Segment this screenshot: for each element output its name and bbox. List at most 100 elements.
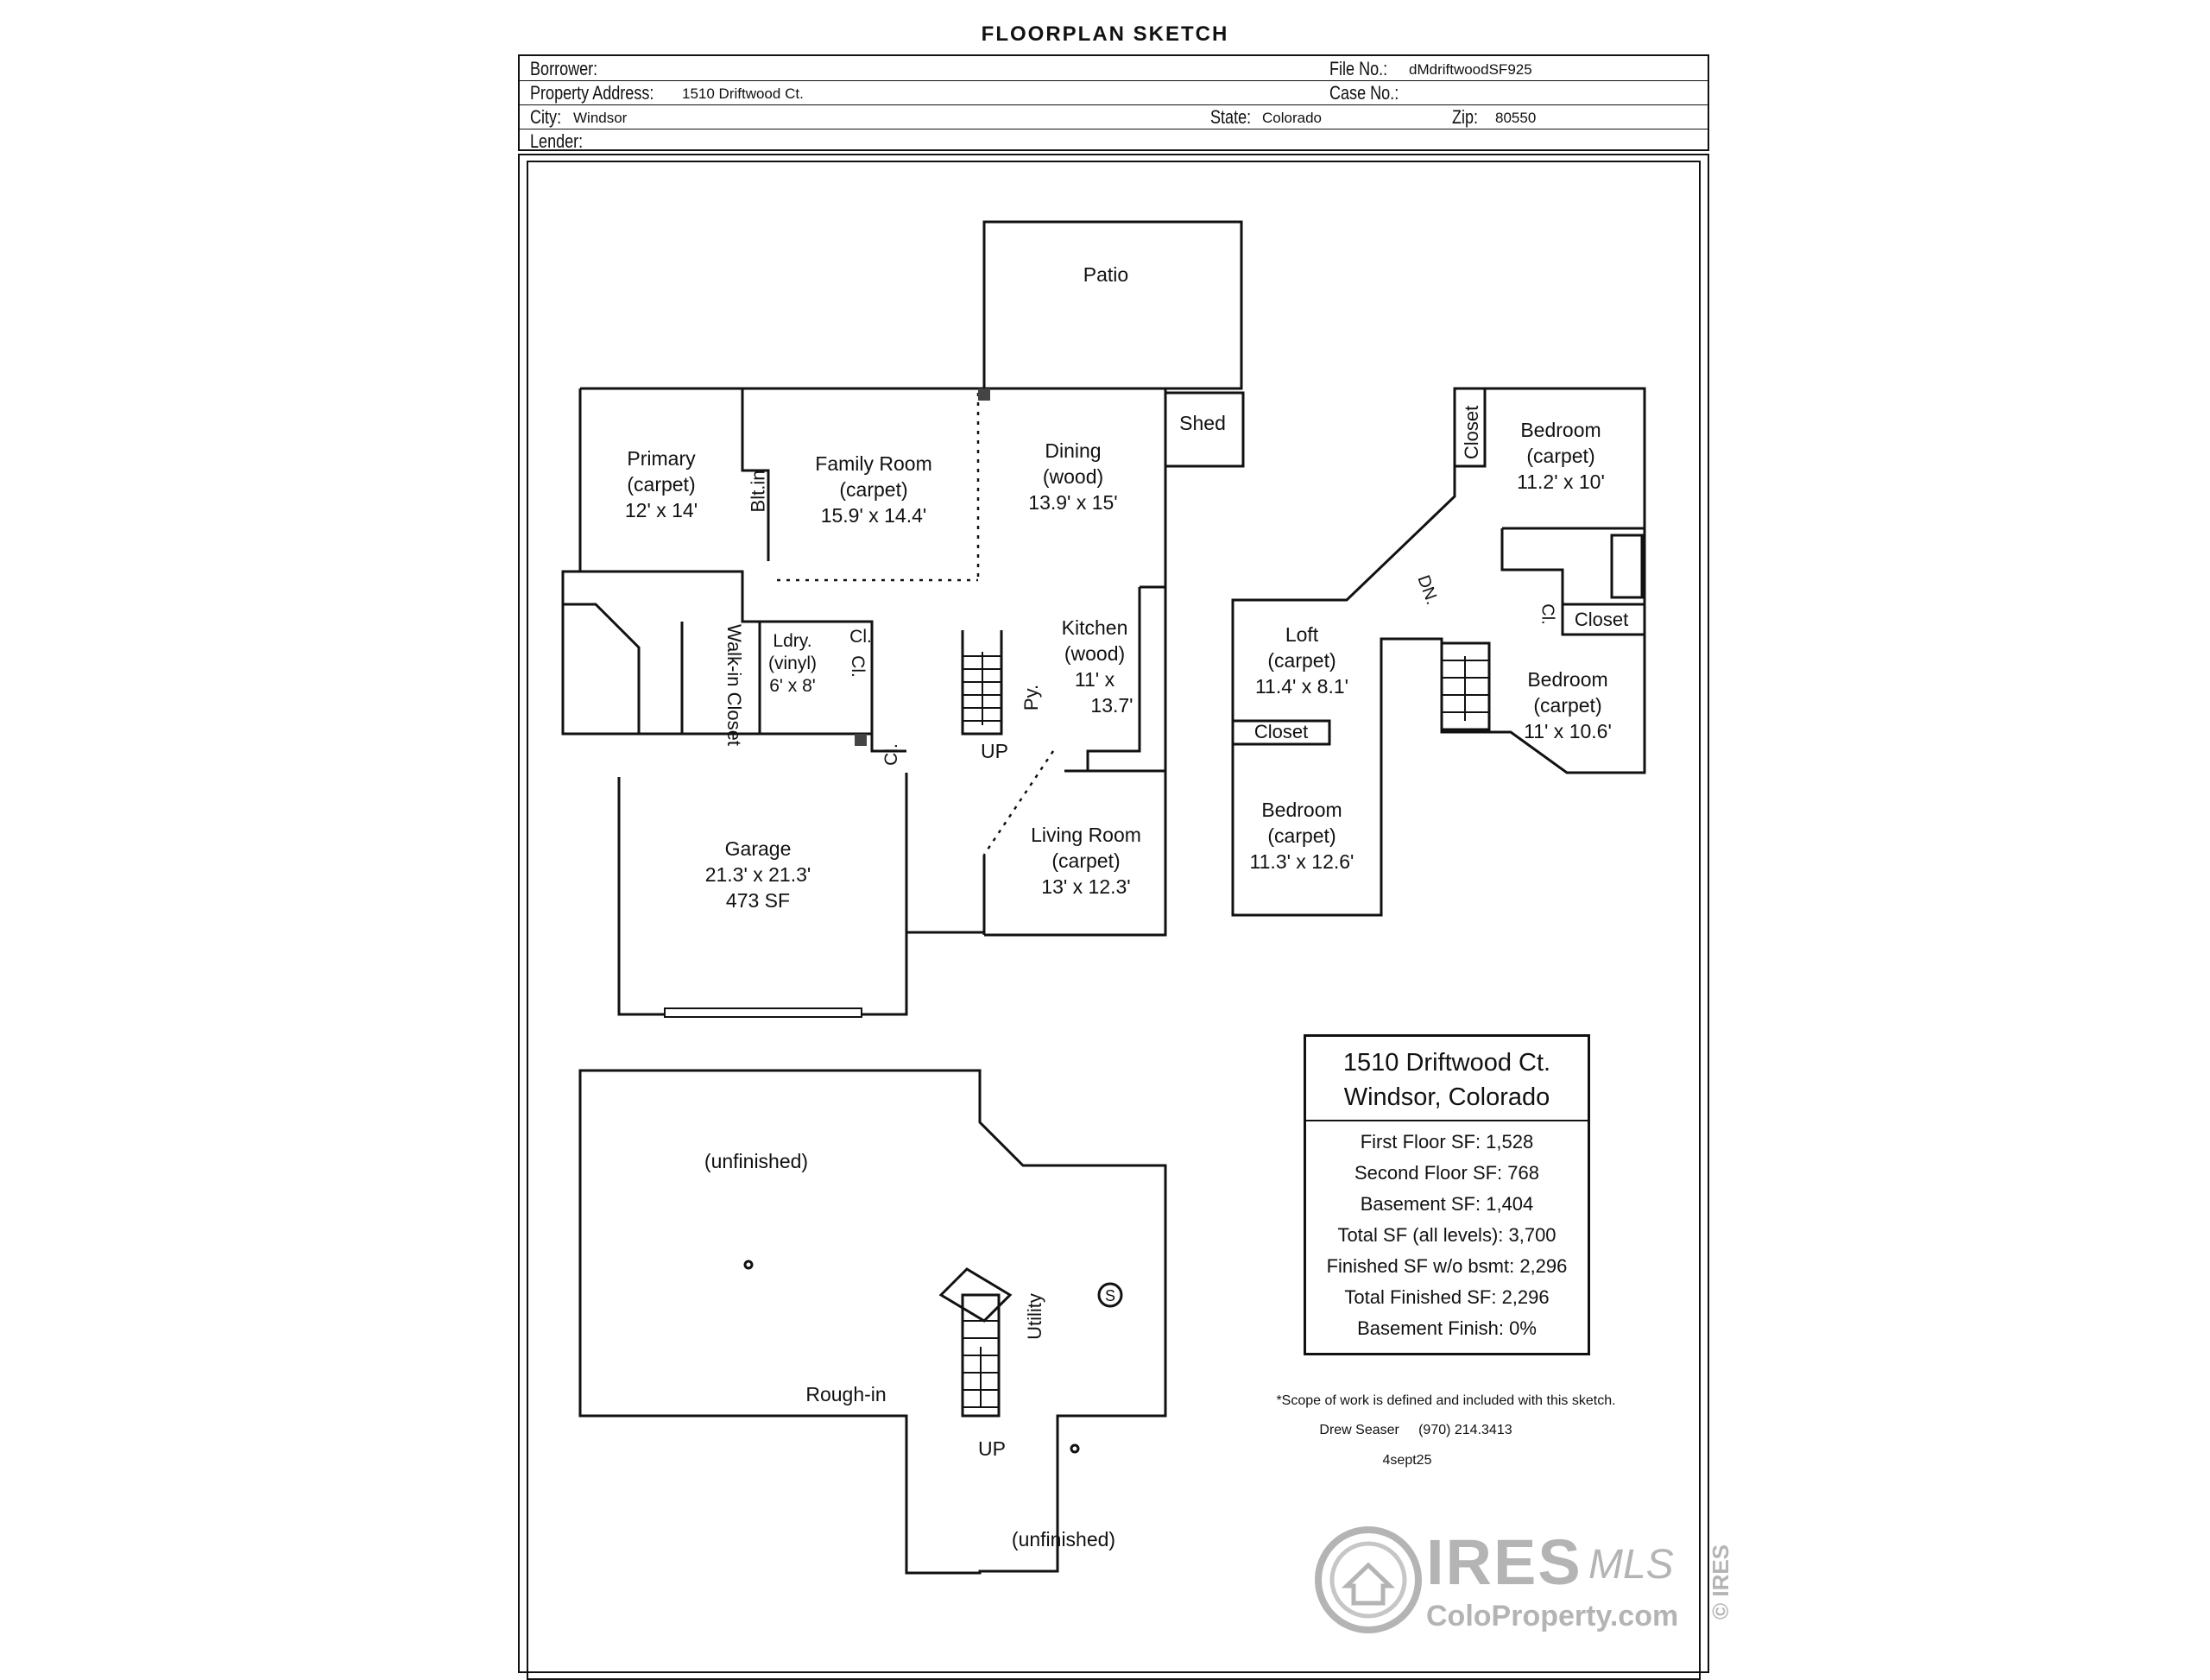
summary-basement: Basement SF: 1,404 (1360, 1193, 1534, 1215)
primary-size: 12' x 14' (624, 499, 698, 521)
family-name: Family Room (815, 452, 932, 475)
patio-outline (982, 220, 1243, 390)
state-value: Colorado (1262, 110, 1322, 126)
bed1-closet-label: Closet (1461, 405, 1483, 460)
laundry-size: 6' x 8' (769, 676, 816, 696)
watermark-mls: MLS (1588, 1542, 1674, 1588)
summary-total-finished: Total Finished SF: 2,296 (1344, 1286, 1550, 1308)
kitchen-size-1: 11' x (1074, 668, 1115, 691)
garage-sf: 473 SF (725, 889, 791, 912)
file-no-label: File No.: (1329, 58, 1388, 79)
room-primary: Primary (carpet) 12' x 14' (625, 445, 698, 523)
primary-east-wall (741, 388, 770, 561)
bed2-closet-label: Closet (1574, 609, 1629, 630)
basement-unfinished-top: (unfinished) (704, 1150, 809, 1172)
closet-cl-3: Cl. (881, 743, 901, 766)
bed1-floor: (carpet) (1526, 445, 1595, 467)
dining-floor: (wood) (1042, 465, 1104, 488)
date-note: 4sept25 (1382, 1453, 1432, 1468)
header-row-city: City: Windsor State: Colorado Zip: 80550 (520, 104, 1708, 129)
zip-value: 80550 (1495, 110, 1537, 126)
kitchen-living-divider (982, 750, 1055, 856)
room-bedroom-2: Bedroom (carpet) 11' x 10.6' (1524, 666, 1612, 744)
summary-box: 1510 Driftwood Ct. Windsor, Colorado Fir… (1304, 1034, 1590, 1355)
bed3-name: Bedroom (1261, 799, 1342, 821)
header-form: Borrower: File No.: dMdriftwoodSF925 Pro… (518, 54, 1709, 152)
address-value: 1510 Driftwood Ct. (682, 85, 804, 102)
basement-outline (578, 1069, 1167, 1575)
room-bedroom-3: Bedroom (carpet) 11.3' x 12.6' (1250, 797, 1354, 875)
loft-floor: (carpet) (1267, 649, 1336, 672)
living-size: 13' x 12.3' (1041, 875, 1131, 898)
kitchen-size-2: 13.7' (1090, 694, 1133, 717)
room-dining: Dining (wood) 13.9' x 15' (1028, 438, 1117, 515)
summary-finished-wo-bsmt: Finished SF w/o bsmt: 2,296 (1326, 1255, 1568, 1277)
column-dining (978, 388, 990, 401)
room-bedroom-1: Bedroom (carpet) 11.2' x 10' (1517, 417, 1605, 495)
dining-name: Dining (1045, 439, 1102, 462)
bed3-floor: (carpet) (1267, 824, 1336, 847)
ires-watermark: IRES MLS ColoProperty.com © IRES (1312, 1524, 1735, 1636)
living-floor: (carpet) (1051, 849, 1121, 872)
header-row-borrower: Borrower: File No.: dMdriftwoodSF925 (520, 56, 1708, 81)
bed3-size: 11.3' x 12.6' (1249, 850, 1354, 873)
loft-name: Loft (1285, 623, 1319, 646)
bed1-size: 11.2' x 10' (1517, 471, 1605, 493)
basement-utility: Utility (1023, 1293, 1045, 1340)
watermark-side: © IRES (1708, 1544, 1734, 1620)
room-living: Living Room (carpet) 13' x 12.3' (1031, 822, 1141, 900)
loft-closet-label: Closet (1253, 721, 1309, 742)
case-no-label: Case No.: (1329, 82, 1399, 104)
second-floor-outline (1231, 387, 1646, 917)
basement-unfinished-bottom: (unfinished) (1011, 1528, 1116, 1551)
sump-circle (1097, 1282, 1123, 1308)
kitchen-name: Kitchen (1061, 616, 1128, 639)
upper-bath-walls (1500, 527, 1645, 604)
loft-size: 11.4' x 8.1' (1254, 675, 1349, 698)
summary-address-line1: 1510 Driftwood Ct. (1342, 1049, 1551, 1077)
kitchen-counter (1086, 585, 1165, 771)
living-name: Living Room (1031, 824, 1141, 846)
upper-cl-label: Cl. (1538, 603, 1557, 625)
family-size: 15.9' x 14.4' (820, 504, 927, 527)
closet-cl-1: Cl. (849, 627, 872, 647)
bed2-name: Bedroom (1527, 668, 1608, 691)
city-value: Windsor (573, 110, 628, 126)
primary-name: Primary (627, 447, 696, 470)
stairs-up-label: UP (981, 740, 1008, 762)
zip-label: Zip: (1452, 106, 1479, 128)
summary-address: 1510 Driftwood Ct. Windsor, Colorado (1306, 1037, 1588, 1121)
sump-label: S (1104, 1287, 1116, 1304)
city-label: City: (530, 106, 562, 128)
bed2-closet (1561, 603, 1646, 636)
shed-outline (1165, 391, 1245, 468)
bathtub-upper (1610, 534, 1644, 599)
room-loft: Loft (carpet) 11.4' x 8.1' (1255, 622, 1348, 699)
garage-name: Garage (724, 837, 792, 860)
bed2-size: 11' x 10.6' (1524, 720, 1612, 742)
state-label: State: (1210, 106, 1252, 128)
stairs-landing-basement (938, 1267, 1013, 1323)
first-floor-wall-south (619, 732, 906, 753)
garage-size: 21.3' x 21.3' (704, 863, 811, 886)
room-laundry: Ldry. (vinyl) 6' x 8' (768, 630, 817, 698)
header-row-address: Property Address: 1510 Driftwood Ct. Cas… (520, 80, 1708, 105)
laundry-floor: (vinyl) (768, 654, 817, 673)
dining-size: 13.9' x 15' (1028, 491, 1118, 514)
family-floor: (carpet) (839, 478, 908, 501)
summary-first-floor: First Floor SF: 1,528 (1360, 1131, 1534, 1153)
first-floor-wall-west (561, 388, 619, 736)
bed2-floor: (carpet) (1533, 694, 1602, 717)
summary-total: Total SF (all levels): 3,700 (1337, 1224, 1556, 1246)
room-patio: Patio (1083, 263, 1129, 286)
pantry-label: Py. (1020, 684, 1043, 711)
room-kitchen: Kitchen (wood) 11' x 13.7' (1056, 615, 1133, 718)
post-marker-2 (1070, 1443, 1080, 1454)
file-no-value: dMdriftwoodSF925 (1409, 61, 1532, 78)
summary-lines: First Floor SF: 1,528 Second Floor SF: 7… (1306, 1121, 1588, 1344)
bath-diagonal (563, 603, 641, 734)
room-garage: Garage 21.3' x 21.3' 473 SF (705, 836, 811, 913)
room-family: Family Room (carpet) 15.9' x 14.4' (815, 451, 931, 528)
closet-cl-2: Cl. (847, 655, 868, 678)
